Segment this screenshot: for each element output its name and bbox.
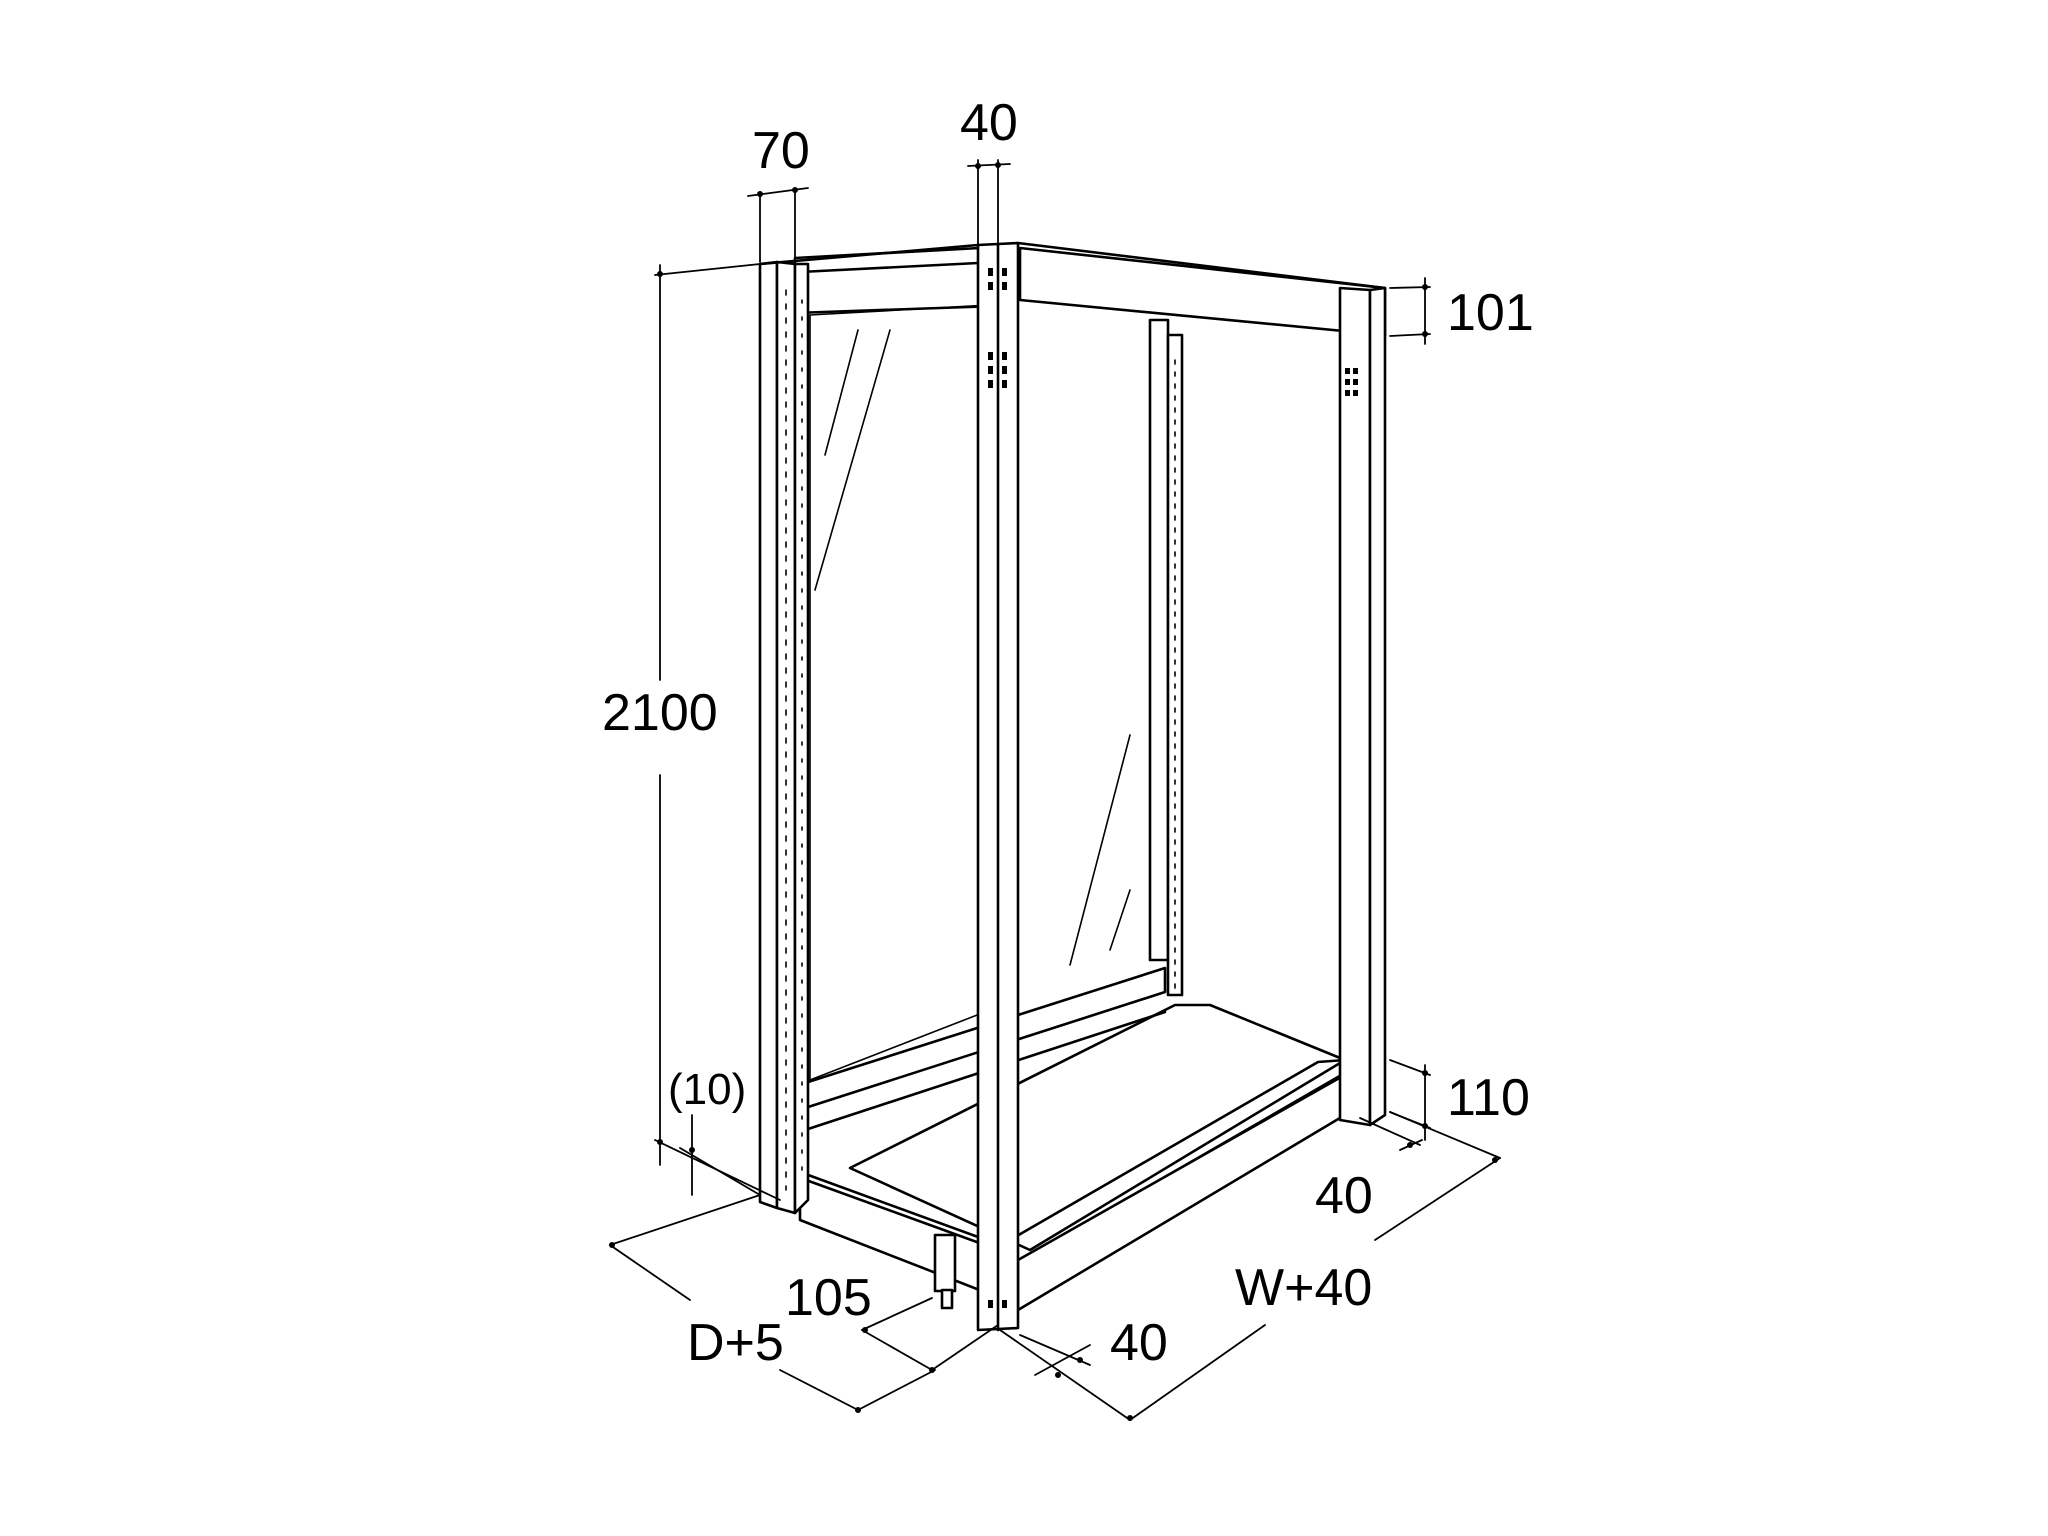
label-base-setback: 105 <box>785 1269 872 1327</box>
post-slot-holes <box>988 268 1007 1308</box>
back-right-post <box>1148 318 1170 962</box>
label-floor-gap: (10) <box>668 1065 746 1114</box>
label-base-height: 110 <box>1447 1069 1530 1127</box>
dimension-labels: 70 40 101 2100 (10) 110 40 W+40 40 105 D… <box>602 94 1534 1372</box>
label-top-rail-height: 101 <box>1447 284 1534 342</box>
top-rail-side <box>1018 246 1387 337</box>
label-overall-depth: D+5 <box>687 1314 784 1372</box>
glass-panel-left <box>809 304 1131 1082</box>
left-post <box>758 260 810 1215</box>
label-overall-height: 2100 <box>602 684 718 742</box>
frame-structure <box>758 241 1387 1332</box>
label-side-offset: 40 <box>1315 1167 1373 1225</box>
top-rail-front <box>793 245 1000 315</box>
front-center-post <box>976 241 1020 1332</box>
foot-bracket <box>933 1233 957 1310</box>
label-post-depth: 70 <box>752 122 810 180</box>
right-far-post <box>1338 286 1387 1127</box>
label-post-width: 40 <box>960 94 1018 152</box>
label-front-offset: 40 <box>1110 1314 1168 1372</box>
dimension-lines <box>609 159 1501 1421</box>
label-overall-width: W+40 <box>1235 1259 1372 1317</box>
